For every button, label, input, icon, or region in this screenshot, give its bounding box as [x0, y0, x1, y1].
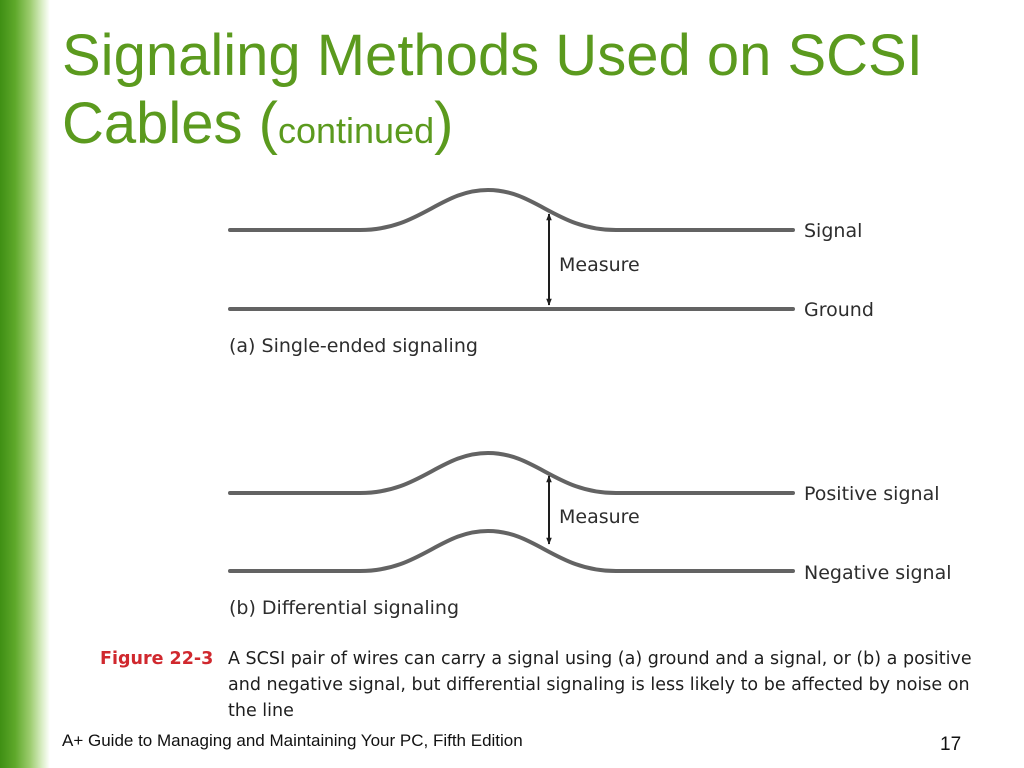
slide-title-close: ): [434, 91, 454, 156]
negative-signal-label: Negative signal: [804, 562, 952, 584]
slide-title: Signaling Methods Used on SCSI Cables (c…: [62, 22, 1002, 165]
figure-caption-text: A SCSI pair of wires can carry a signal …: [228, 649, 972, 721]
measure-label-single: Measure: [559, 254, 640, 276]
positive-signal-label: Positive signal: [804, 483, 940, 505]
measure-label-differential: Measure: [559, 506, 640, 528]
decorative-left-bar: [0, 0, 50, 768]
signal-wire: [228, 187, 795, 232]
slide-footer: A+ Guide to Managing and Maintaining You…: [62, 731, 523, 750]
signal-label: Signal: [804, 220, 862, 242]
panel-a-caption: (a) Single-ended signaling: [229, 335, 478, 357]
positive-signal-wire: [228, 450, 795, 495]
ground-label: Ground: [804, 299, 874, 321]
page-number: 17: [940, 734, 962, 755]
panel-differential: Measure Positive signal Negative signal …: [228, 450, 952, 619]
figure-number: Figure 22-3: [100, 649, 214, 669]
negative-signal-wire: [228, 528, 795, 573]
panel-single-ended: Measure Signal Ground (a) Single-ended s…: [228, 187, 874, 357]
slide-title-main: Signaling Methods Used on SCSI Cables (: [62, 23, 923, 156]
panel-b-caption: (b) Differential signaling: [229, 597, 459, 619]
slide-title-continued: continued: [277, 110, 435, 151]
